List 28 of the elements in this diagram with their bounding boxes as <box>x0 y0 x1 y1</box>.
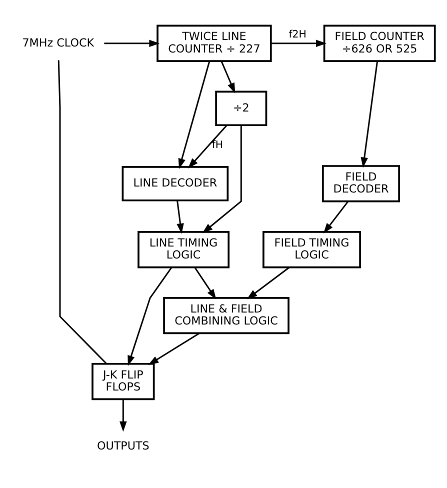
node-box: LINE DECODER <box>122 166 229 201</box>
arrow <box>120 398 127 432</box>
node-box: J-K FLIP FLOPS <box>92 362 155 400</box>
edge-label: fH <box>212 140 224 151</box>
arrow <box>104 39 160 47</box>
arrow <box>220 60 236 93</box>
node-box: FIELD DECODER <box>322 164 400 202</box>
arrow <box>202 124 242 233</box>
arrow <box>323 200 349 233</box>
arrow <box>194 266 216 300</box>
arrow <box>176 200 184 234</box>
arrow <box>128 266 172 366</box>
arrow <box>148 332 200 365</box>
arrow <box>271 39 326 47</box>
node-box: LINE & FIELD COMBINING LOGIC <box>163 296 290 334</box>
node-text: OUTPUTS <box>96 438 150 452</box>
node-box: ÷2 <box>215 90 268 126</box>
edge-label: f2H <box>288 29 306 40</box>
arrow <box>188 124 228 168</box>
node-box: LINE TIMING LOGIC <box>138 230 230 268</box>
arrow <box>178 60 210 169</box>
node-box: FIELD COUNTER ÷626 OR 525 <box>323 24 436 62</box>
connector <box>58 60 108 364</box>
arrow <box>246 266 290 299</box>
node-box: TWICE LINE COUNTER ÷ 227 <box>156 24 272 62</box>
node-text: 7MHz CLOCK <box>22 36 94 49</box>
node-box: FIELD TIMING LOGIC <box>262 230 361 268</box>
arrow <box>360 60 378 168</box>
